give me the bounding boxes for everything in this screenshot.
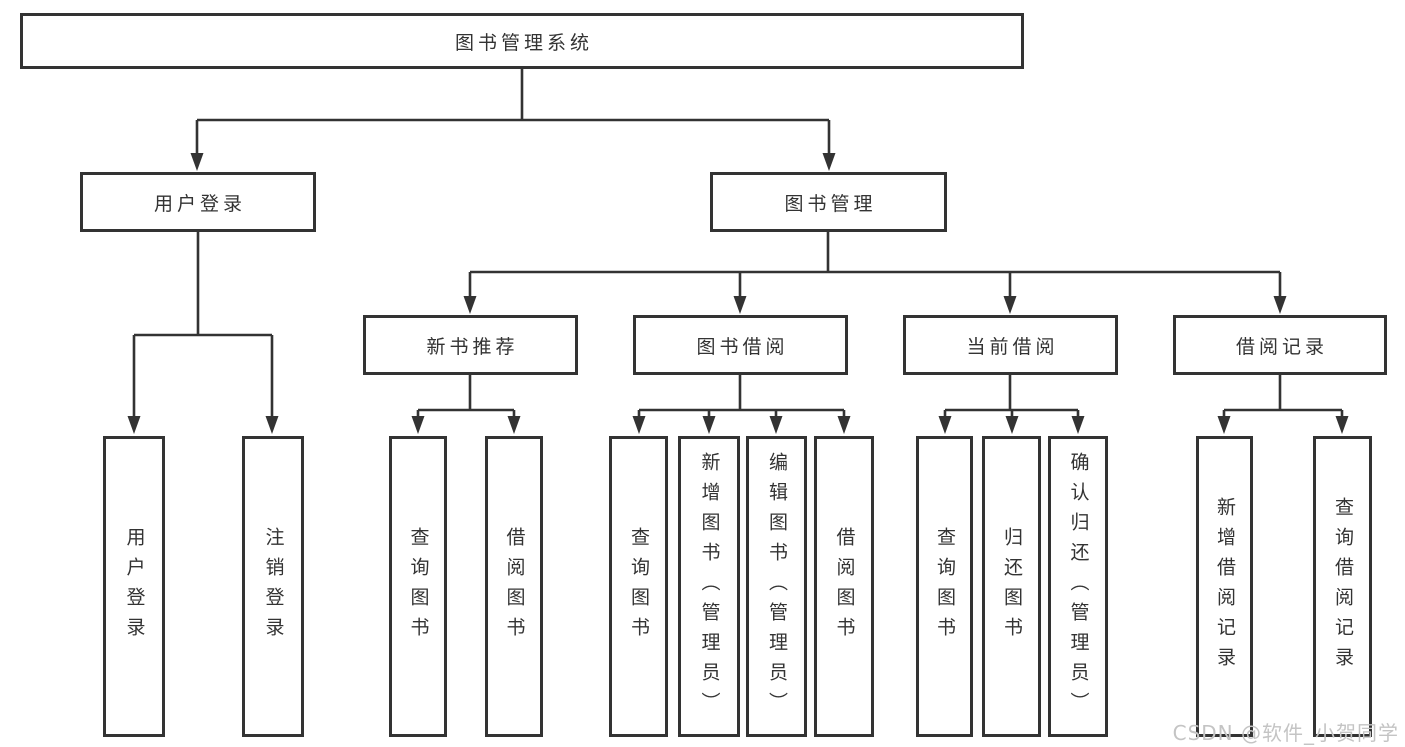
arrowhead xyxy=(733,296,747,314)
node-root: 图书管理系统 xyxy=(20,13,1024,69)
arrowhead xyxy=(938,416,952,434)
arrowhead xyxy=(127,416,141,434)
leaf-newbook-query-books: 查询图书 xyxy=(389,436,447,737)
leaf-borrow-query-books: 查询图书 xyxy=(609,436,668,737)
arrowhead xyxy=(1273,296,1287,314)
leaf-newbook-borrow-books: 借阅图书 xyxy=(485,436,543,737)
connector-login-to-leaves xyxy=(127,232,279,434)
arrowhead xyxy=(1071,416,1085,434)
connector-records-to-leaves xyxy=(1217,375,1349,434)
arrowhead xyxy=(507,416,521,434)
node-new-book-recommend: 新书推荐 xyxy=(363,315,578,375)
connector-borrow-to-leaves xyxy=(632,375,851,434)
leaf-borrow-borrow-books: 借阅图书 xyxy=(814,436,874,737)
arrowhead xyxy=(837,416,851,434)
node-book-borrowing: 图书借阅 xyxy=(633,315,848,375)
leaf-current-confirm-return-admin: 确认归还（管理员） xyxy=(1048,436,1108,737)
connector-current-to-leaves xyxy=(938,375,1085,434)
leaf-borrow-edit-books-admin: 编辑图书（管理员） xyxy=(746,436,807,737)
arrowhead xyxy=(1005,416,1019,434)
leaf-records-add-record: 新增借阅记录 xyxy=(1196,436,1253,737)
arrowhead xyxy=(1003,296,1017,314)
node-user-login: 用户登录 xyxy=(80,172,316,232)
leaf-user-login: 用户登录 xyxy=(103,436,165,737)
arrowhead xyxy=(822,153,836,171)
arrowhead xyxy=(190,153,204,171)
connector-newbook-to-leaves xyxy=(411,375,521,434)
arrowhead xyxy=(463,296,477,314)
csdn-watermark: CSDN @软件_小贺同学 xyxy=(1172,721,1399,745)
node-current-borrowing: 当前借阅 xyxy=(903,315,1118,375)
arrowhead xyxy=(1217,416,1231,434)
leaf-records-query-record: 查询借阅记录 xyxy=(1313,436,1372,737)
node-book-management: 图书管理 xyxy=(710,172,947,232)
arrowhead xyxy=(632,416,646,434)
node-borrowing-records: 借阅记录 xyxy=(1173,315,1387,375)
arrowhead xyxy=(265,416,279,434)
leaf-current-query-books: 查询图书 xyxy=(916,436,973,737)
arrowhead xyxy=(411,416,425,434)
connector-root-to-level2 xyxy=(190,69,836,171)
leaf-logout: 注销登录 xyxy=(242,436,304,737)
arrowhead xyxy=(769,416,783,434)
arrowhead xyxy=(1335,416,1349,434)
leaf-current-return-books: 归还图书 xyxy=(982,436,1041,737)
connector-mgmt-to-groups xyxy=(463,232,1287,314)
leaf-borrow-add-books-admin: 新增图书（管理员） xyxy=(678,436,740,737)
arrowhead xyxy=(702,416,716,434)
